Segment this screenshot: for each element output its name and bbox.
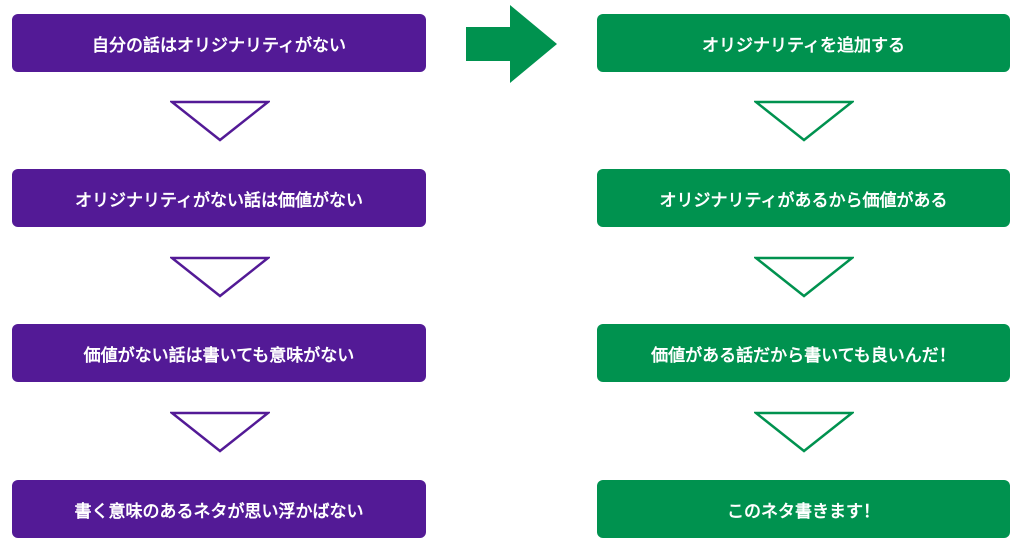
left-step-4: 書く意味のあるネタが思い浮かばない bbox=[12, 480, 426, 538]
right-step-1: オリジナリティを追加する bbox=[597, 14, 1010, 72]
right-step-2: オリジナリティがあるから価値がある bbox=[597, 169, 1010, 227]
right-down-arrow-1 bbox=[754, 100, 854, 142]
left-down-arrow-3 bbox=[170, 411, 270, 453]
left-step-3: 価値がない話は書いても意味がない bbox=[12, 324, 426, 382]
left-step-1: 自分の話はオリジナリティがない bbox=[12, 14, 426, 72]
left-down-arrow-2 bbox=[170, 256, 270, 298]
left-step-2: オリジナリティがない話は価値がない bbox=[12, 169, 426, 227]
right-step-4: このネタ書きます！ bbox=[597, 480, 1010, 538]
left-down-arrow-1 bbox=[170, 100, 270, 142]
right-down-arrow-3 bbox=[754, 411, 854, 453]
right-step-3: 価値がある話だから書いても良いんだ！ bbox=[597, 324, 1010, 382]
right-down-arrow-2 bbox=[754, 256, 854, 298]
transition-right-arrow bbox=[466, 5, 557, 83]
